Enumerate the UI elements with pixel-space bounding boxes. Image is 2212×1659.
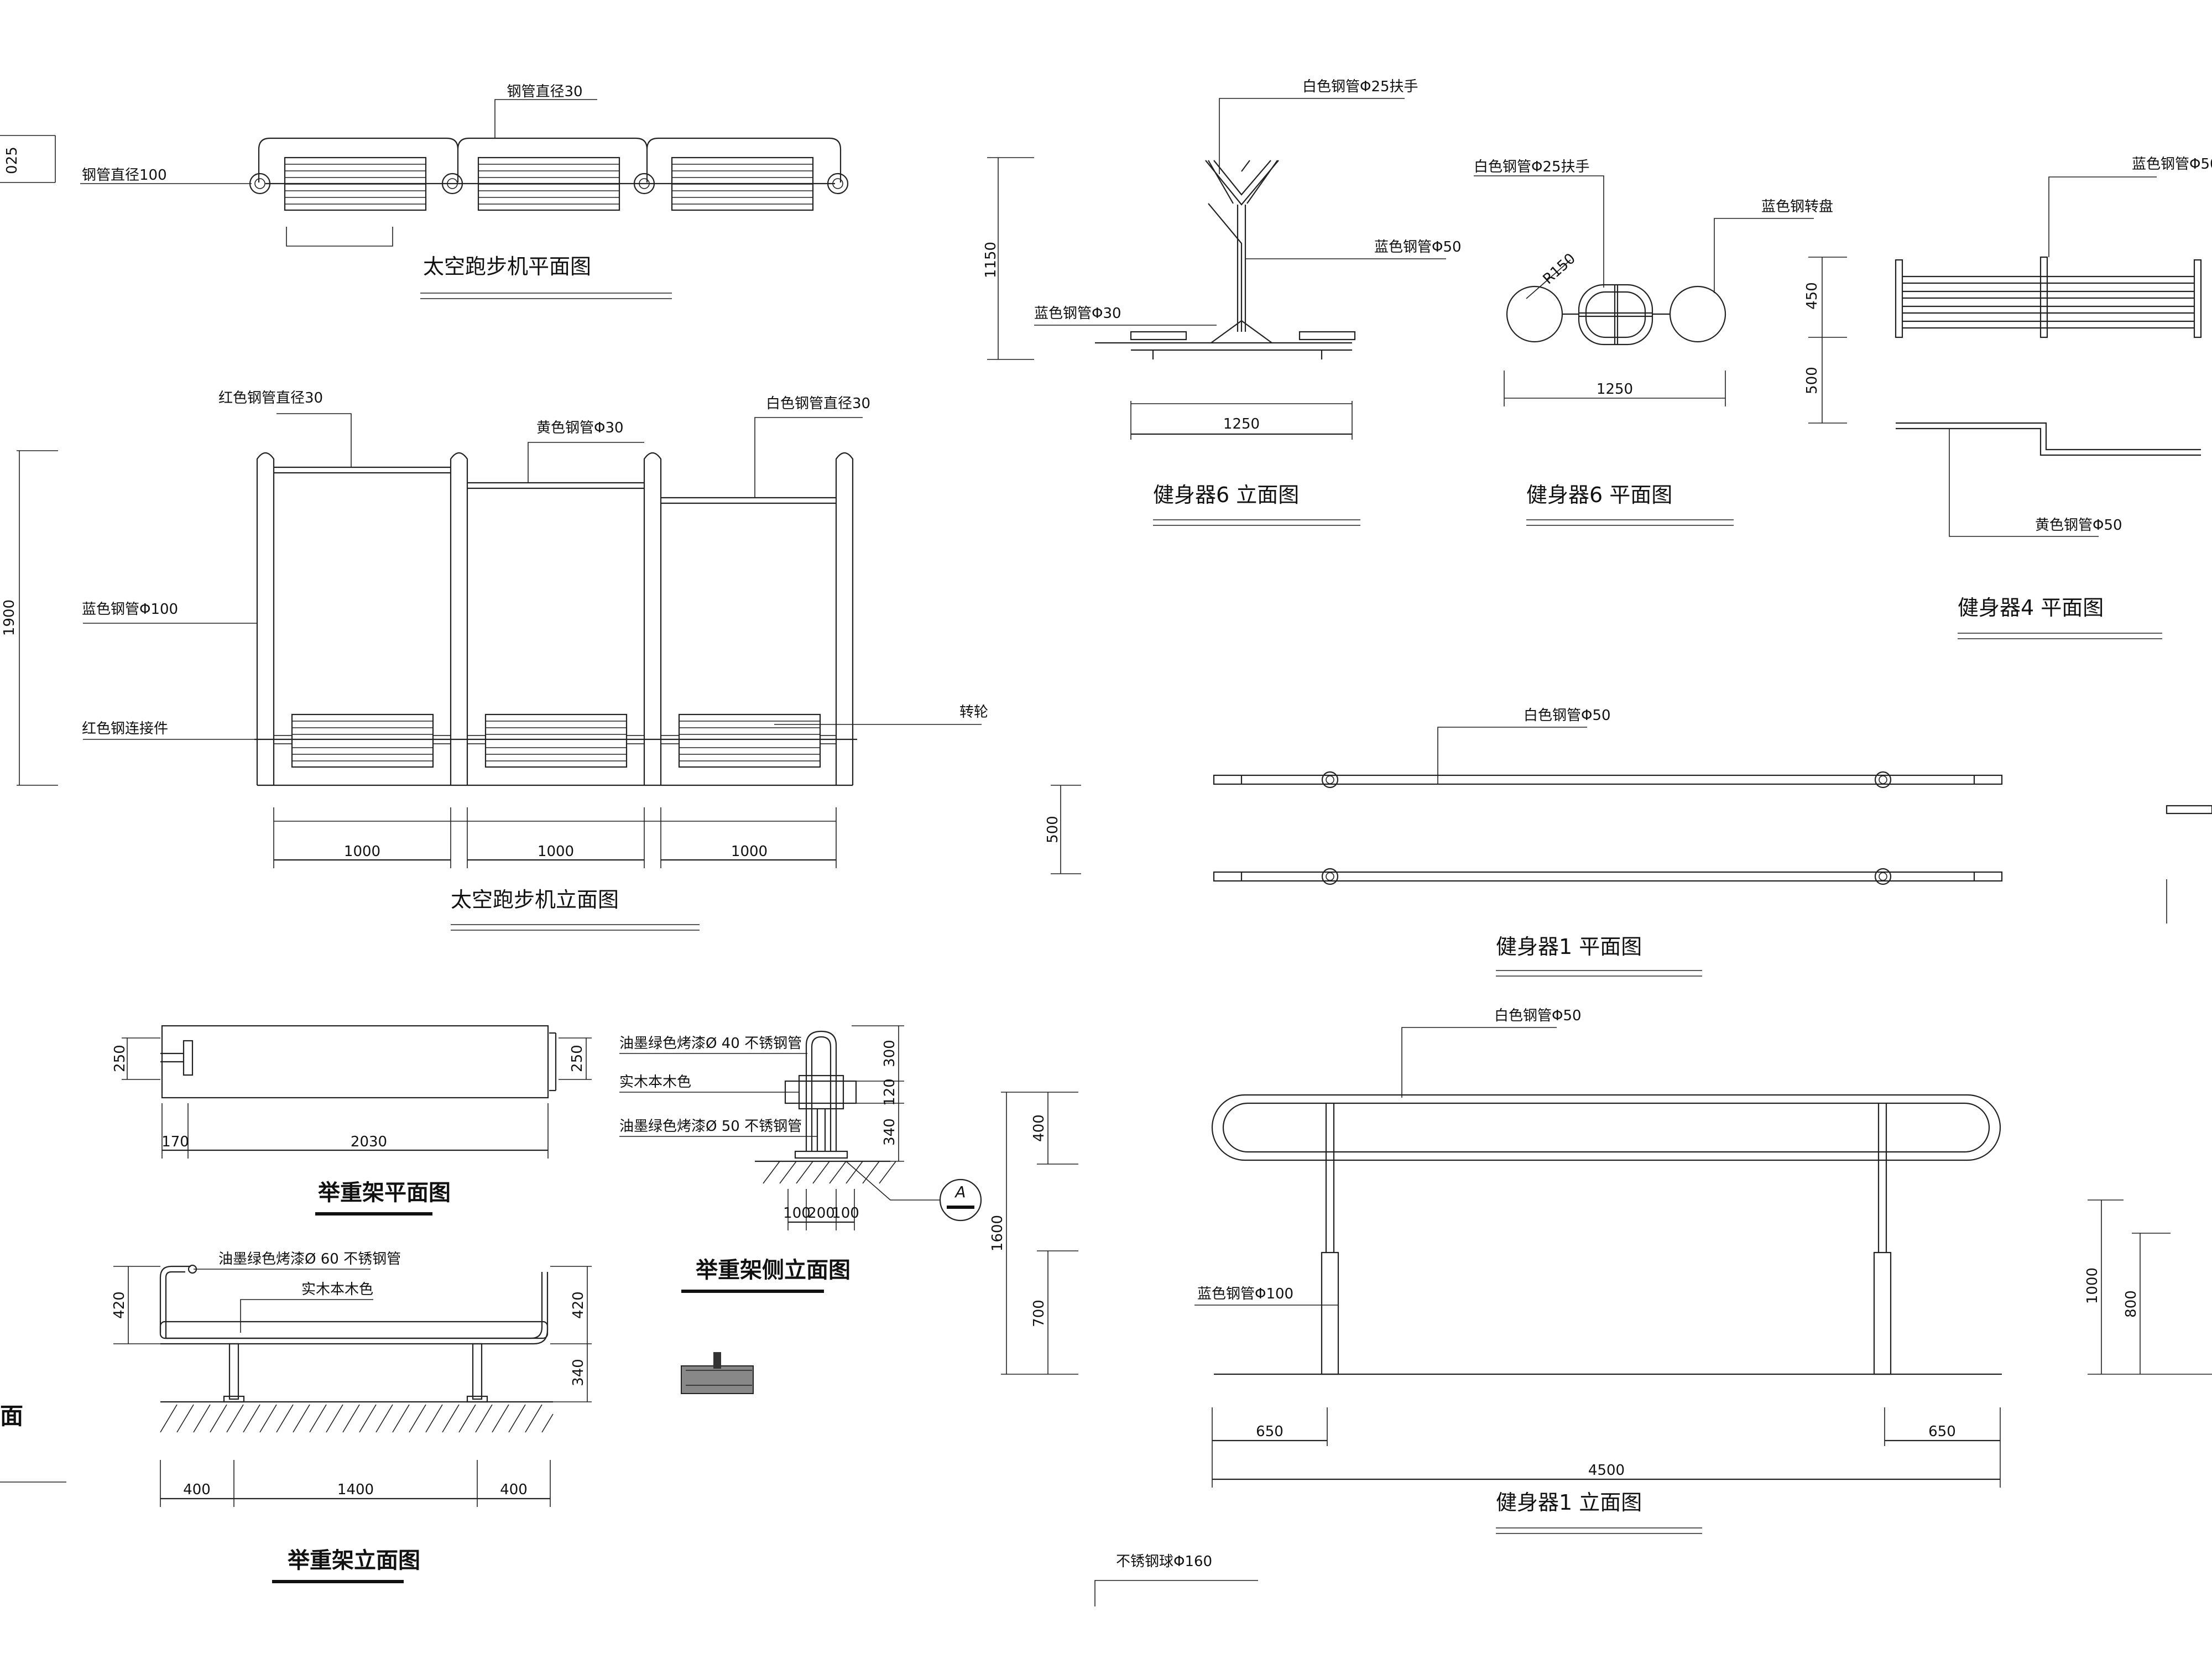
dim-1000-a: 1000 [344,843,380,860]
dim-ws-120: 120 [881,1078,898,1106]
weight-rack-plan: 250 250 170 2030 举重架平面图 [112,1025,592,1215]
equipment6-plan: R150 白色钢管Φ25扶手 蓝色钢转盘 1250 健身器6 平面图 [1474,159,1833,526]
dim-e4-500: 500 [1804,367,1820,394]
dim-ws-200: 200 [807,1205,835,1222]
treadmill-rails [274,466,836,504]
label-we-wood: 实木本木色 [301,1281,373,1298]
bottom-ball-label: 不锈钢球Φ160 [1094,1553,1258,1606]
dim-wp-250-a: 250 [112,1045,128,1072]
weight-rack-elevation: 油墨绿色烤漆Ø 60 不锈钢管 实木本木色 420 420 340 400 14… [111,1251,592,1583]
dim-we-420-a: 420 [111,1291,128,1319]
dim-r-1000: 1000 [2084,1267,2101,1304]
right-edge-fragments [2166,805,2212,924]
dim-wp-2030: 2030 [351,1134,387,1150]
middle-dimensions: 1600 400 700 [989,1092,1078,1375]
title-treadmill-plan: 太空跑步机平面图 [423,254,591,279]
title-equipment6-elevation: 健身器6 立面图 [1153,483,1299,507]
dim-1000-b: 1000 [538,843,574,860]
label-e6-white-25: 白色钢管Φ25扶手 [1302,79,1418,95]
treadmill-posts [256,452,854,785]
label-red-30: 红色钢管直径30 [218,390,323,406]
detail-callout-letter: A [954,1183,966,1201]
label-e1p-white-50: 白色钢管Φ50 [1524,707,1611,724]
treadmill-elev-rollers [254,713,857,768]
equipment4-plan: 450 500 蓝色钢管Φ50 黄色钢管Φ50 健身器4 平面图 [1804,156,2212,639]
label-e1e-white-50: 白色钢管Φ50 [1494,1008,1582,1024]
left-edge-fragment: 面 [0,1402,66,1483]
label-white-30: 白色钢管直径30 [766,395,870,412]
dim-ws-340: 340 [881,1118,898,1146]
label-e1e-blue-100: 蓝色钢管Φ100 [1197,1286,1293,1302]
dim-e6p-1250: 1250 [1597,381,1633,398]
equipment6-elevation: 1150 白色钢管Φ25扶手 蓝色钢管Φ50 蓝色钢管Φ30 1250 健身器6… [983,79,1462,526]
dim-1900: 1900 [1,599,18,636]
dim-mid-1600: 1600 [989,1215,1006,1251]
label-ws-wood: 实木本木色 [619,1074,691,1091]
label-stainless-ball: 不锈钢球Φ160 [1116,1553,1212,1570]
label-e4-blue-50: 蓝色钢管Φ50 [2132,156,2212,173]
label-e6p-blue-disc: 蓝色钢转盘 [1761,199,1833,215]
title-weight-rack-side: 举重架侧立面图 [695,1258,851,1283]
label-e6p-white-25: 白色钢管Φ25扶手 [1474,159,1590,175]
label-blue-100: 蓝色钢管Φ100 [82,601,178,618]
treadmill-plan: 025 钢管直径30 钢管直径100 太空跑步机平面图 [0,84,849,299]
label-wheel: 转轮 [959,704,988,721]
dim-we-420-b: 420 [570,1291,587,1319]
dim-we-1400: 1400 [337,1481,374,1498]
footing-detail [681,1352,754,1394]
label-red-connector: 红色钢连接件 [82,721,168,737]
right-dimensions: 1000 800 [2084,1199,2212,1375]
equipment1-elevation: 白色钢管Φ50 蓝色钢管Φ100 650 650 4500 健身器1 立面图 [1194,1008,2002,1534]
title-equipment1-elevation: 健身器1 立面图 [1496,1490,1642,1515]
dim-we-400-a: 400 [183,1481,211,1498]
dim-r-800: 800 [2123,1290,2140,1318]
dim-e6-1250: 1250 [1223,416,1260,432]
left-edge-title: 面 [0,1402,23,1430]
label-ws-ink50: 油墨绿色烤漆Ø 50 不锈钢管 [619,1118,802,1135]
dim-we-340: 340 [570,1359,587,1386]
label-yellow-30: 黄色钢管Φ30 [536,420,624,436]
dim-e1e-650-a: 650 [1256,1423,1284,1440]
title-treadmill-elevation: 太空跑步机立面图 [451,888,619,912]
dim-mid-700: 700 [1031,1300,1047,1327]
label-ws-ink40: 油墨绿色烤漆Ø 40 不锈钢管 [619,1035,802,1052]
label-pipe-100: 钢管直径100 [82,167,167,184]
dim-we-400-b: 400 [500,1481,528,1498]
dim-e1e-4500: 4500 [1588,1462,1625,1479]
dim-e1e-650-b: 650 [1928,1423,1956,1440]
dim-ws-100-a: 100 [783,1205,811,1222]
equipment1-plan: 500 白色钢管Φ50 健身器1 平面图 [1045,707,2003,977]
detail-callout-a [939,1178,982,1222]
title-equipment4-plan: 健身器4 平面图 [1958,596,2104,620]
dim-ws-100-b: 100 [832,1205,859,1222]
side-ground-hatch [763,1161,896,1184]
dim-wp-250-b: 250 [569,1045,586,1072]
title-weight-rack-plan: 举重架平面图 [317,1180,451,1206]
label-pipe-30: 钢管直径30 [507,84,582,100]
title-weight-rack-elevation: 举重架立面图 [287,1548,420,1573]
dim-mid-400: 400 [1031,1114,1047,1142]
dim-1000-c: 1000 [731,843,768,860]
dim-1150: 1150 [983,242,999,278]
treadmill-plan-rollers [249,156,849,211]
dim-25: 025 [4,147,20,174]
label-e6-blue-50: 蓝色钢管Φ50 [1374,239,1462,255]
treadmill-elevation: 1900 红色钢管直径30 [1,390,988,931]
title-equipment6-plan: 健身器6 平面图 [1526,483,1672,507]
label-e6-blue-30: 蓝色钢管Φ30 [1034,305,1121,322]
label-we-ink60: 油墨绿色烤漆Ø 60 不锈钢管 [218,1251,401,1267]
label-e4-yellow-50: 黄色钢管Φ50 [2035,517,2122,534]
weight-rack-side: 油墨绿色烤漆Ø 40 不锈钢管 实木本木色 油墨绿色烤漆Ø 50 不锈钢管 30… [619,1025,982,1394]
dim-e1p-500: 500 [1045,816,1061,843]
title-equipment1-plan: 健身器1 平面图 [1496,935,1642,959]
dim-ws-300: 300 [881,1040,898,1067]
label-e6p-r150: R150 [1540,251,1579,288]
elev-ground-hatch [160,1404,554,1433]
dim-wp-170: 170 [161,1134,189,1150]
dim-e4-450: 450 [1804,282,1820,310]
